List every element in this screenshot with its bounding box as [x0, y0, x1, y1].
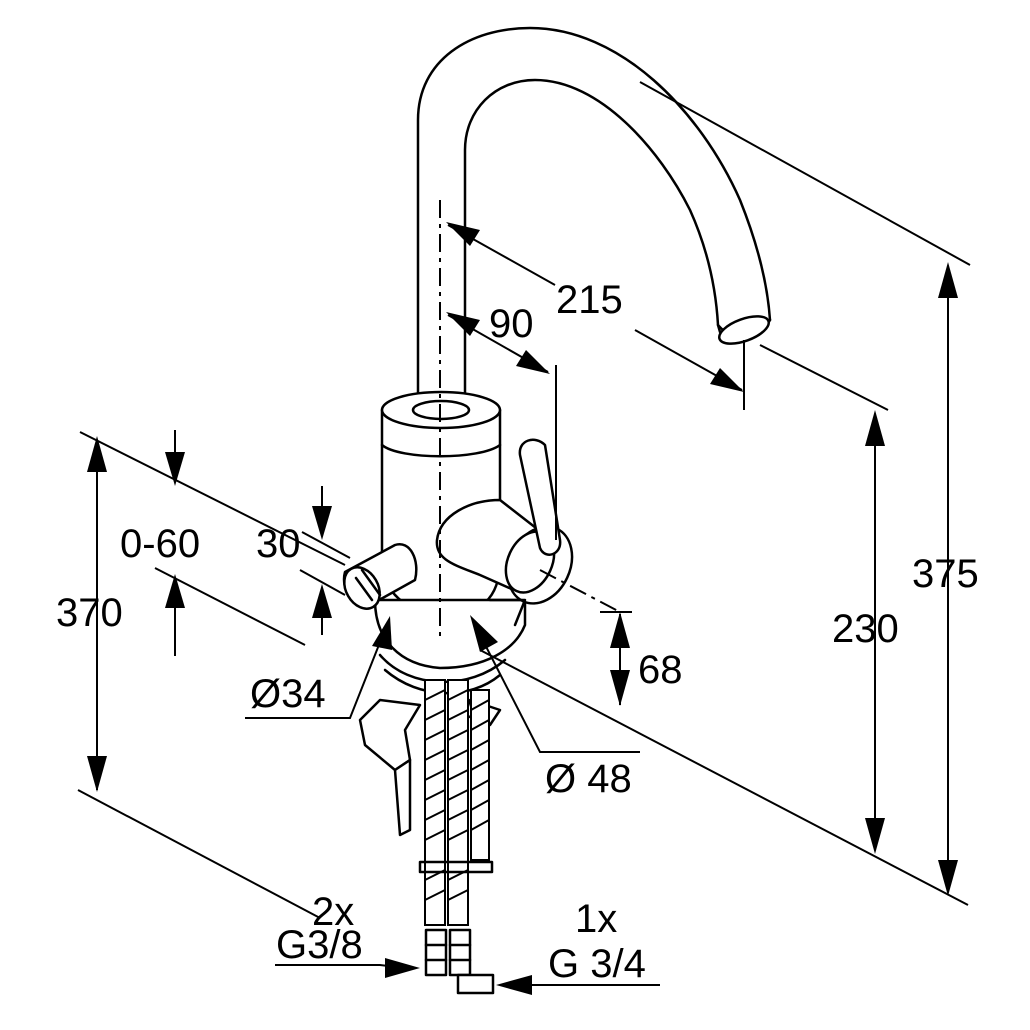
- svg-text:0-60: 0-60: [120, 522, 200, 566]
- svg-text:G 3/4: G 3/4: [548, 942, 646, 986]
- svg-text:68: 68: [638, 648, 683, 692]
- dim-90: 90: [446, 302, 557, 540]
- svg-text:30: 30: [256, 522, 301, 566]
- svg-text:370: 370: [56, 591, 123, 635]
- svg-text:375: 375: [912, 552, 979, 596]
- svg-text:2x: 2x: [312, 890, 354, 934]
- supply-hoses: [418, 679, 495, 995]
- svg-text:G3/8: G3/8: [276, 923, 363, 967]
- dim-370: 370: [56, 431, 346, 919]
- dim-375: 375: [479, 81, 979, 906]
- svg-text:Ø 48: Ø 48: [545, 757, 632, 801]
- dim-0-60: 0-60: [120, 430, 306, 656]
- svg-text:215: 215: [556, 278, 623, 322]
- connection-g38: 2x G3/8: [275, 890, 420, 978]
- mixer-lever: [435, 438, 574, 627]
- dim-dia48: Ø 48: [470, 615, 640, 801]
- appliance-valve-left: [342, 543, 418, 610]
- dim-dia34: Ø34: [245, 616, 392, 719]
- dim-215: 215: [446, 222, 745, 410]
- svg-text:90: 90: [489, 302, 534, 346]
- svg-text:230: 230: [832, 607, 899, 651]
- dim-230: 230: [759, 344, 899, 854]
- connection-g34: 1x G 3/4: [496, 897, 660, 995]
- svg-text:1x: 1x: [575, 897, 617, 941]
- dim-68: 68: [600, 611, 683, 706]
- svg-text:Ø34: Ø34: [250, 672, 326, 716]
- dim-30: 30: [256, 486, 351, 635]
- lever-axis: [539, 569, 621, 613]
- faucet-spout: [416, 26, 772, 404]
